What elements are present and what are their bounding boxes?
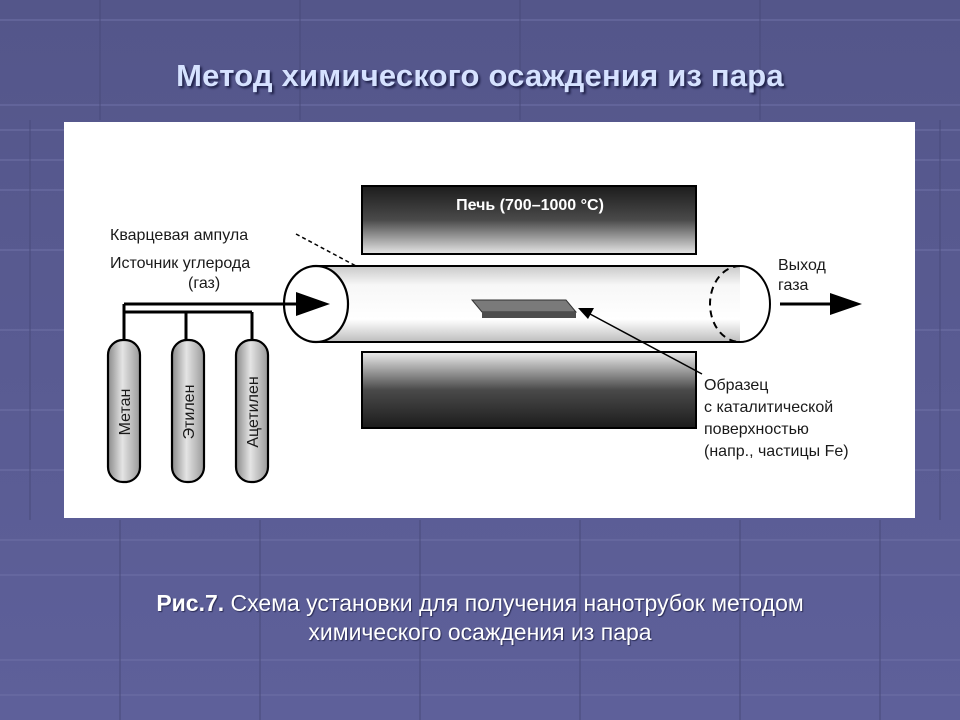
cylinder-label-acetylene: Ацетилен <box>245 376 262 447</box>
cvd-diagram: Печь (700–1000 °С) <box>106 185 862 484</box>
sample-label-1: Образец <box>704 377 768 394</box>
catalyst-sample <box>470 299 578 318</box>
carbon-source-gas-label: (газ) <box>188 275 220 292</box>
figure-caption: Рис.7. Схема установки для получения нан… <box>0 589 960 647</box>
quartz-leader-line <box>295 233 357 267</box>
gas-outlet-label-2: газа <box>778 277 809 294</box>
cylinder-methane: Метан <box>106 338 142 484</box>
cylinder-acetylene: Ацетилен <box>234 338 270 484</box>
caption-line1: Схема установки для получения нанотрубок… <box>224 590 804 616</box>
inlet-arrow-icon <box>124 292 330 316</box>
furnace-label: Печь (700–1000 °С) <box>456 197 604 214</box>
slide-title: Метод химического осаждения из пара <box>176 58 784 93</box>
sample-label-4: (напр., частицы Fe) <box>704 443 849 460</box>
quartz-ampoule-label: Кварцевая ампула <box>110 227 248 244</box>
gas-piping <box>122 304 254 342</box>
carbon-source-label: Источник углерода <box>110 255 250 272</box>
cylinder-label-ethylene: Этилен <box>181 385 198 440</box>
sample-pointer-arrow <box>578 308 703 375</box>
caption-prefix: Рис.7. <box>156 590 225 616</box>
sample-label-3: поверхностью <box>704 421 809 438</box>
gas-outlet-label: Выход <box>778 257 827 274</box>
furnace-bottom <box>361 351 697 429</box>
cylinder-ethylene: Этилен <box>170 338 206 484</box>
furnace-top <box>361 185 697 255</box>
caption-line2: химического осаждения из пара <box>308 619 652 645</box>
cvd-diagram-figure: Печь (700–1000 °С) <box>64 122 915 518</box>
cylinder-label-methane: Метан <box>117 389 134 436</box>
outlet-arrow-icon <box>780 293 862 315</box>
sample-label-2: с каталитической <box>704 399 833 416</box>
